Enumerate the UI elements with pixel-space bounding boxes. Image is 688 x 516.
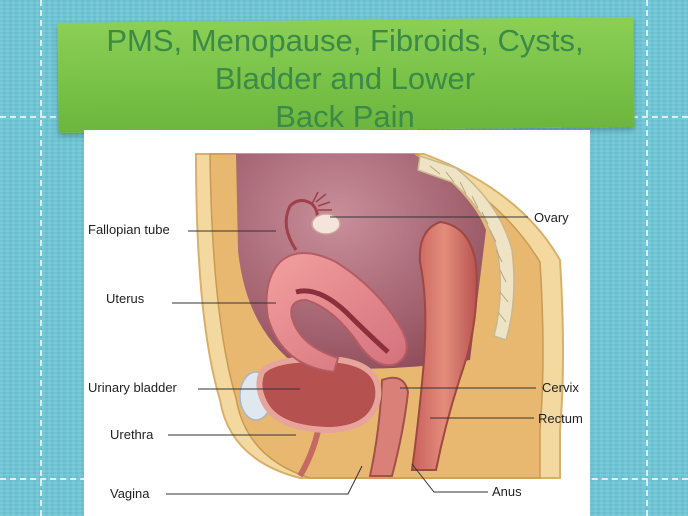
- rectum: [410, 220, 478, 471]
- label-fallopian-tube: Fallopian tube: [88, 222, 170, 237]
- label-urethra: Urethra: [110, 427, 154, 442]
- label-cervix: Cervix: [542, 380, 579, 395]
- slide-title: PMS, Menopause, Fibroids, Cysts, Bladder…: [106, 23, 584, 134]
- ovary: [311, 213, 341, 235]
- leader-lines: [166, 216, 536, 495]
- label-ovary: Ovary: [534, 210, 569, 225]
- label-vagina: Vagina: [110, 486, 150, 501]
- stitched-border-right: [646, 0, 648, 516]
- label-anus: Anus: [492, 484, 522, 499]
- label-uterus: Uterus: [106, 291, 145, 306]
- stitched-border-left: [40, 0, 42, 516]
- abdominal-cavity: [236, 154, 486, 369]
- fallopian-tube: [284, 199, 319, 251]
- label-urinary-bladder: Urinary bladder: [88, 380, 177, 395]
- uterus: [265, 252, 408, 374]
- label-rectum: Rectum: [538, 411, 583, 426]
- uterine-cavity: [295, 288, 390, 354]
- fimbriae: [311, 191, 332, 211]
- vagina: [368, 376, 410, 477]
